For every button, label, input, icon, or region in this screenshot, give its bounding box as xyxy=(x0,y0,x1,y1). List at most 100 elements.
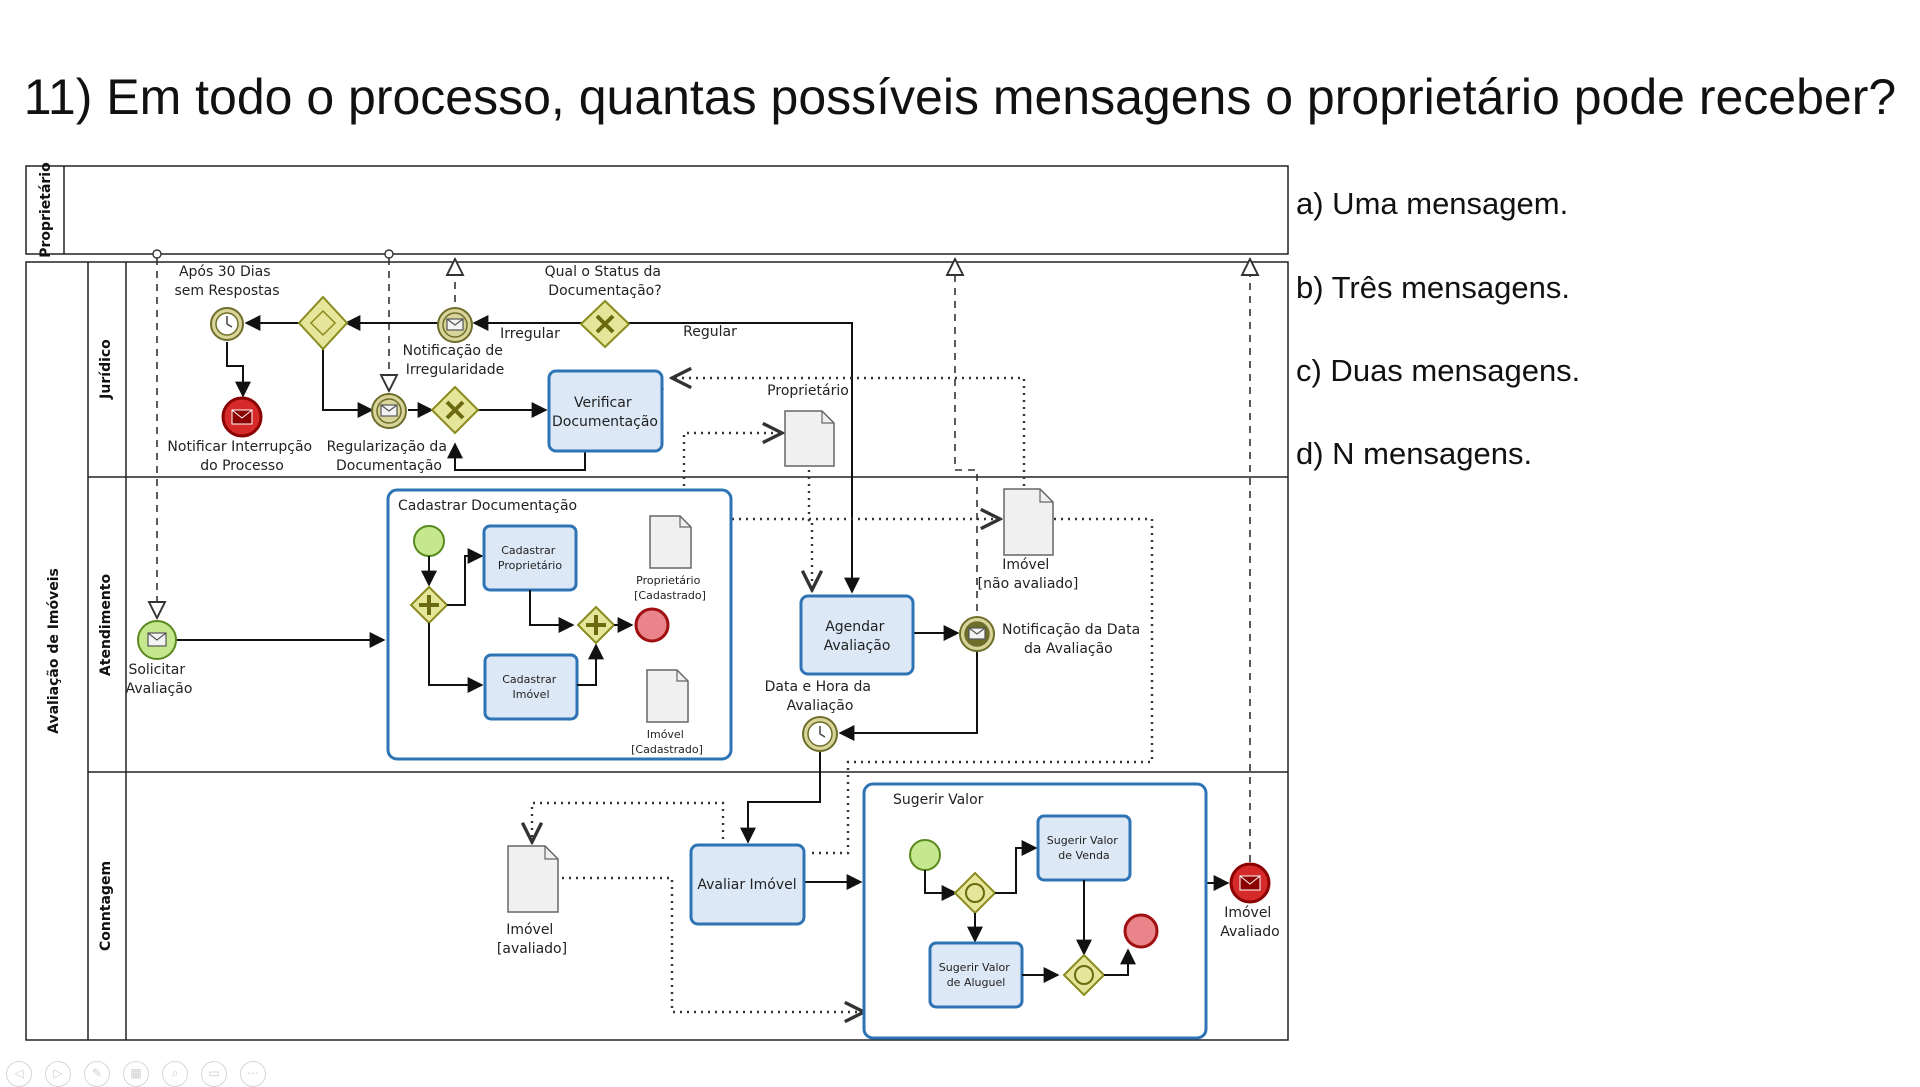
label-solicitar: Solicitar xyxy=(128,662,185,678)
event-based-gateway xyxy=(297,295,349,351)
task-verificar-documentacao xyxy=(547,369,664,453)
start-event-sugerir xyxy=(909,839,941,871)
svg-text:Sugerir Valor de Aluguel: Sugerir Valor de Aluguel xyxy=(939,961,1014,989)
question-title: 11) Em todo o processo, quantas possívei… xyxy=(23,69,1897,125)
task-cadastrar-proprietario xyxy=(482,524,578,592)
svg-text:Agendar Avaliação: Agendar Avaliação xyxy=(824,619,891,654)
label-da-avaliacao: da Avaliação xyxy=(1024,641,1113,657)
label-imovel-cad-1: Imóvel xyxy=(647,728,684,741)
more-icon[interactable]: ⋯ xyxy=(240,1061,266,1087)
timer-event-apos-30-dias xyxy=(210,307,244,341)
label-aluguel-1: Sugerir Valor xyxy=(939,961,1010,974)
option-a: a) Uma mensagem. xyxy=(1296,186,1569,221)
option-d: d) N mensagens. xyxy=(1296,436,1533,471)
data-object-proprietario xyxy=(784,410,835,467)
svg-text:Imóvel Avaliado: Imóvel Avaliado xyxy=(1220,905,1279,940)
label-venda-2: de Venda xyxy=(1058,849,1109,862)
data-object-imovel-nao-avaliado xyxy=(1003,488,1054,556)
label-data-avaliacao: Avaliação xyxy=(787,698,854,714)
zoom-icon[interactable]: ⌕ xyxy=(162,1061,188,1087)
slides-icon[interactable]: ▦ xyxy=(123,1061,149,1087)
data-object-imovel-cadastrado xyxy=(646,669,689,723)
label-prop-cad-1: Proprietário xyxy=(636,574,700,587)
task-sugerir-valor-venda xyxy=(1036,814,1132,882)
svg-text:Solicitar Avaliação: Solicitar Avaliação xyxy=(126,662,193,697)
svg-text:Imóvel [Cadastrado]: Imóvel [Cadastrado] xyxy=(631,728,703,756)
svg-text:Cadastrar Imóvel: Cadastrar Imóvel xyxy=(502,673,559,701)
label-documentacao: Documentação xyxy=(336,458,442,474)
subprocess-sugerir-valor xyxy=(862,782,1208,1040)
label-cad-imovel-1: Cadastrar xyxy=(502,673,556,686)
task-agendar-avaliacao xyxy=(799,594,915,676)
label-cad-imovel-2: Imóvel xyxy=(512,688,549,701)
label-agendar: Agendar xyxy=(825,619,884,635)
label-notificacao-de: Notificação de xyxy=(403,343,503,359)
inclusive-gateway-split xyxy=(953,871,997,915)
svg-text:Notificação de Irregular: Notificação de Irregularidade xyxy=(403,343,508,378)
task-cadastrar-imovel xyxy=(483,653,579,721)
label-prop-cad-2: [Cadastrado] xyxy=(634,589,706,602)
label-venda-1: Sugerir Valor xyxy=(1047,834,1118,847)
svg-text:Regularização da Documen: Regularização da Documentação xyxy=(327,439,452,474)
label-verificar-doc: Documentação xyxy=(552,414,658,430)
label-imovel-avaliado-doc-1: Imóvel xyxy=(506,922,553,938)
label-data-e-hora: Data e Hora da xyxy=(765,679,871,695)
svg-text:Verificar Documentação: Verificar Documentação xyxy=(552,395,658,430)
message-catch-event-regularizacao xyxy=(371,393,407,429)
label-qual-status: Qual o Status da xyxy=(545,264,661,280)
label-sem-respostas: sem Respostas xyxy=(174,283,279,299)
label-nao-avaliado-2: [não avaliado] xyxy=(978,576,1079,592)
label-regularizacao-da: Regularização da xyxy=(327,439,447,455)
label-apos-30-dias: Após 30 Dias xyxy=(179,264,271,280)
inclusive-gateway-join xyxy=(1062,953,1106,997)
svg-text:Imóvel [não avaliado]: Imóvel [não avaliado] xyxy=(978,557,1079,592)
label-do-processo: do Processo xyxy=(200,458,284,474)
option-b: b) Três mensagens. xyxy=(1296,270,1570,305)
data-object-proprietario-cadastrado xyxy=(649,515,692,569)
label-documentacao-q: Documentação? xyxy=(548,283,661,299)
label-nao-avaliado-1: Imóvel xyxy=(1002,557,1049,573)
message-throw-event-notificacao-data xyxy=(959,616,995,652)
label-doc-proprietario: Proprietário xyxy=(767,383,849,399)
task-avaliar-imovel xyxy=(689,843,806,926)
label-regular: Regular xyxy=(683,324,737,340)
svg-text:Proprietário [Cadastrado: Proprietário [Cadastrado] xyxy=(634,574,706,602)
exclusive-gateway-status xyxy=(579,299,631,349)
data-object-imovel-avaliado xyxy=(507,845,559,913)
label-avaliacao: Avaliação xyxy=(126,681,193,697)
parallel-gateway-split xyxy=(409,585,449,625)
pool-proprietario xyxy=(25,165,1289,255)
label-avaliar-imovel: Avaliar Imóvel xyxy=(697,877,796,893)
label-notificar-interrupcao: Notificar Interrupção xyxy=(167,439,312,455)
svg-text:Após 30 Dias sem Respost: Após 30 Dias sem Respostas xyxy=(174,264,279,299)
label-imovel-avaliado-doc-2: [avaliado] xyxy=(497,941,567,957)
lane-atendimento-label: Atendimento xyxy=(98,574,114,677)
label-avaliado: Avaliado xyxy=(1220,924,1279,940)
pen-icon[interactable]: ✎ xyxy=(84,1061,110,1087)
svg-text:Cadastrar Proprietário: Cadastrar Proprietário xyxy=(498,544,562,572)
label-imovel-cad-2: [Cadastrado] xyxy=(631,743,703,756)
svg-text:Notificação da Data da A: Notificação da Data da Avaliação xyxy=(1002,622,1145,657)
end-event-sugerir xyxy=(1123,913,1159,949)
message-catch-event-notificacao-irregularidade xyxy=(437,307,473,343)
option-c: c) Duas mensagens. xyxy=(1296,353,1581,388)
label-agendar-avaliacao: Avaliação xyxy=(824,638,891,654)
timer-event-data-hora xyxy=(802,716,838,752)
subtitle-icon[interactable]: ▭ xyxy=(201,1061,227,1087)
prev-icon[interactable]: ◁ xyxy=(6,1061,32,1087)
label-cadastrar-documentacao: Cadastrar Documentação xyxy=(398,498,577,514)
svg-text:Qual o Status da Documen: Qual o Status da Documentação? xyxy=(545,264,666,299)
label-cad-prop-1: Cadastrar xyxy=(501,544,555,557)
svg-text:Notificar Interrupção do: Notificar Interrupção do Processo xyxy=(167,439,316,474)
label-sugerir-valor: Sugerir Valor xyxy=(893,792,984,808)
message-start-event-solicitar xyxy=(137,620,177,660)
play-icon[interactable]: ▷ xyxy=(45,1061,71,1087)
label-cad-prop-2: Proprietário xyxy=(498,559,562,572)
pool-proprietario-label: Proprietário xyxy=(38,162,54,258)
label-notificacao-da-data: Notificação da Data xyxy=(1002,622,1140,638)
end-event-cadastro xyxy=(634,607,670,643)
message-end-event-imovel-avaliado xyxy=(1229,862,1271,904)
label-imovel: Imóvel xyxy=(1224,905,1271,921)
